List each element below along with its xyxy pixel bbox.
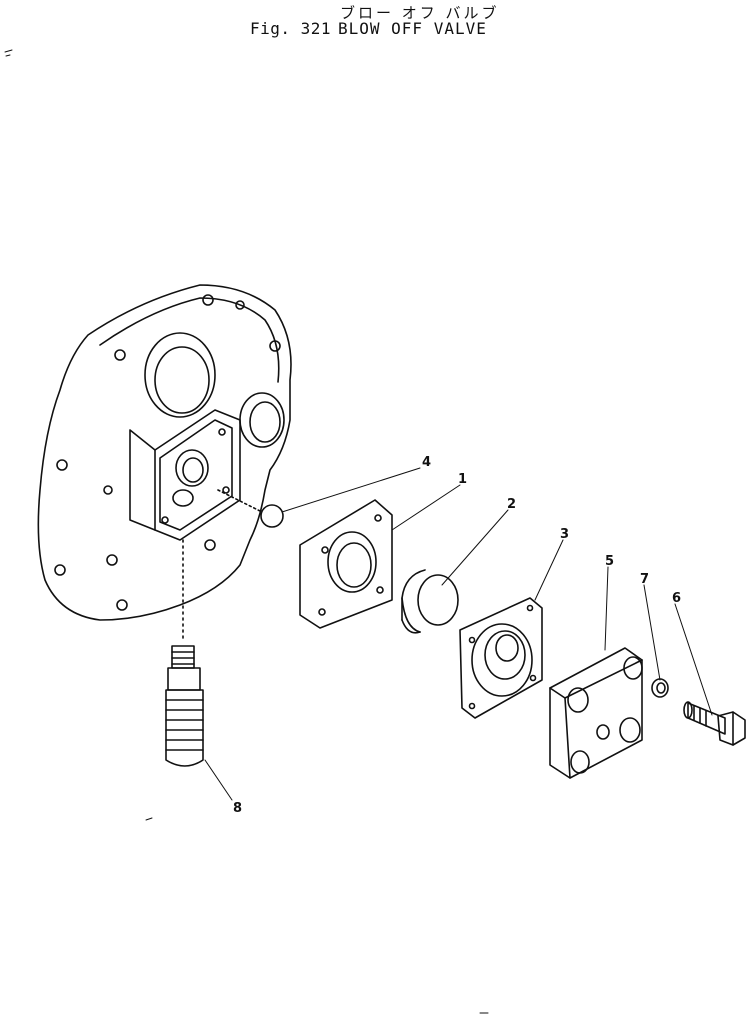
part-6-bolt — [683, 701, 746, 746]
callout-7: 7 — [640, 572, 649, 587]
leader-lines — [204, 467, 713, 801]
callout-2: 2 — [507, 497, 516, 512]
callout-6: 6 — [672, 591, 681, 606]
figure-name: BLOW OFF VALVE — [338, 19, 487, 38]
part-1-gasket — [299, 499, 393, 629]
part-4-ball — [217, 489, 284, 528]
callout-4: 4 — [422, 455, 431, 470]
part-2-piston — [401, 569, 459, 634]
housing — [37, 284, 292, 621]
callout-8: 8 — [233, 801, 242, 816]
callout-3: 3 — [560, 527, 569, 542]
callout-labels: 4 1 2 3 5 7 6 8 — [233, 455, 681, 816]
figure-label: Fig. 321 — [250, 19, 332, 38]
callout-1: 1 — [458, 472, 467, 487]
part-3-diaphragm — [459, 597, 543, 719]
part-7-washer — [651, 678, 669, 698]
part-8-breather — [165, 539, 204, 767]
callout-5: 5 — [605, 554, 614, 569]
scan-marks — [4, 49, 489, 1014]
japanese-title: ブロー オフ バルブ — [340, 4, 500, 22]
part-5-cover — [549, 647, 643, 779]
